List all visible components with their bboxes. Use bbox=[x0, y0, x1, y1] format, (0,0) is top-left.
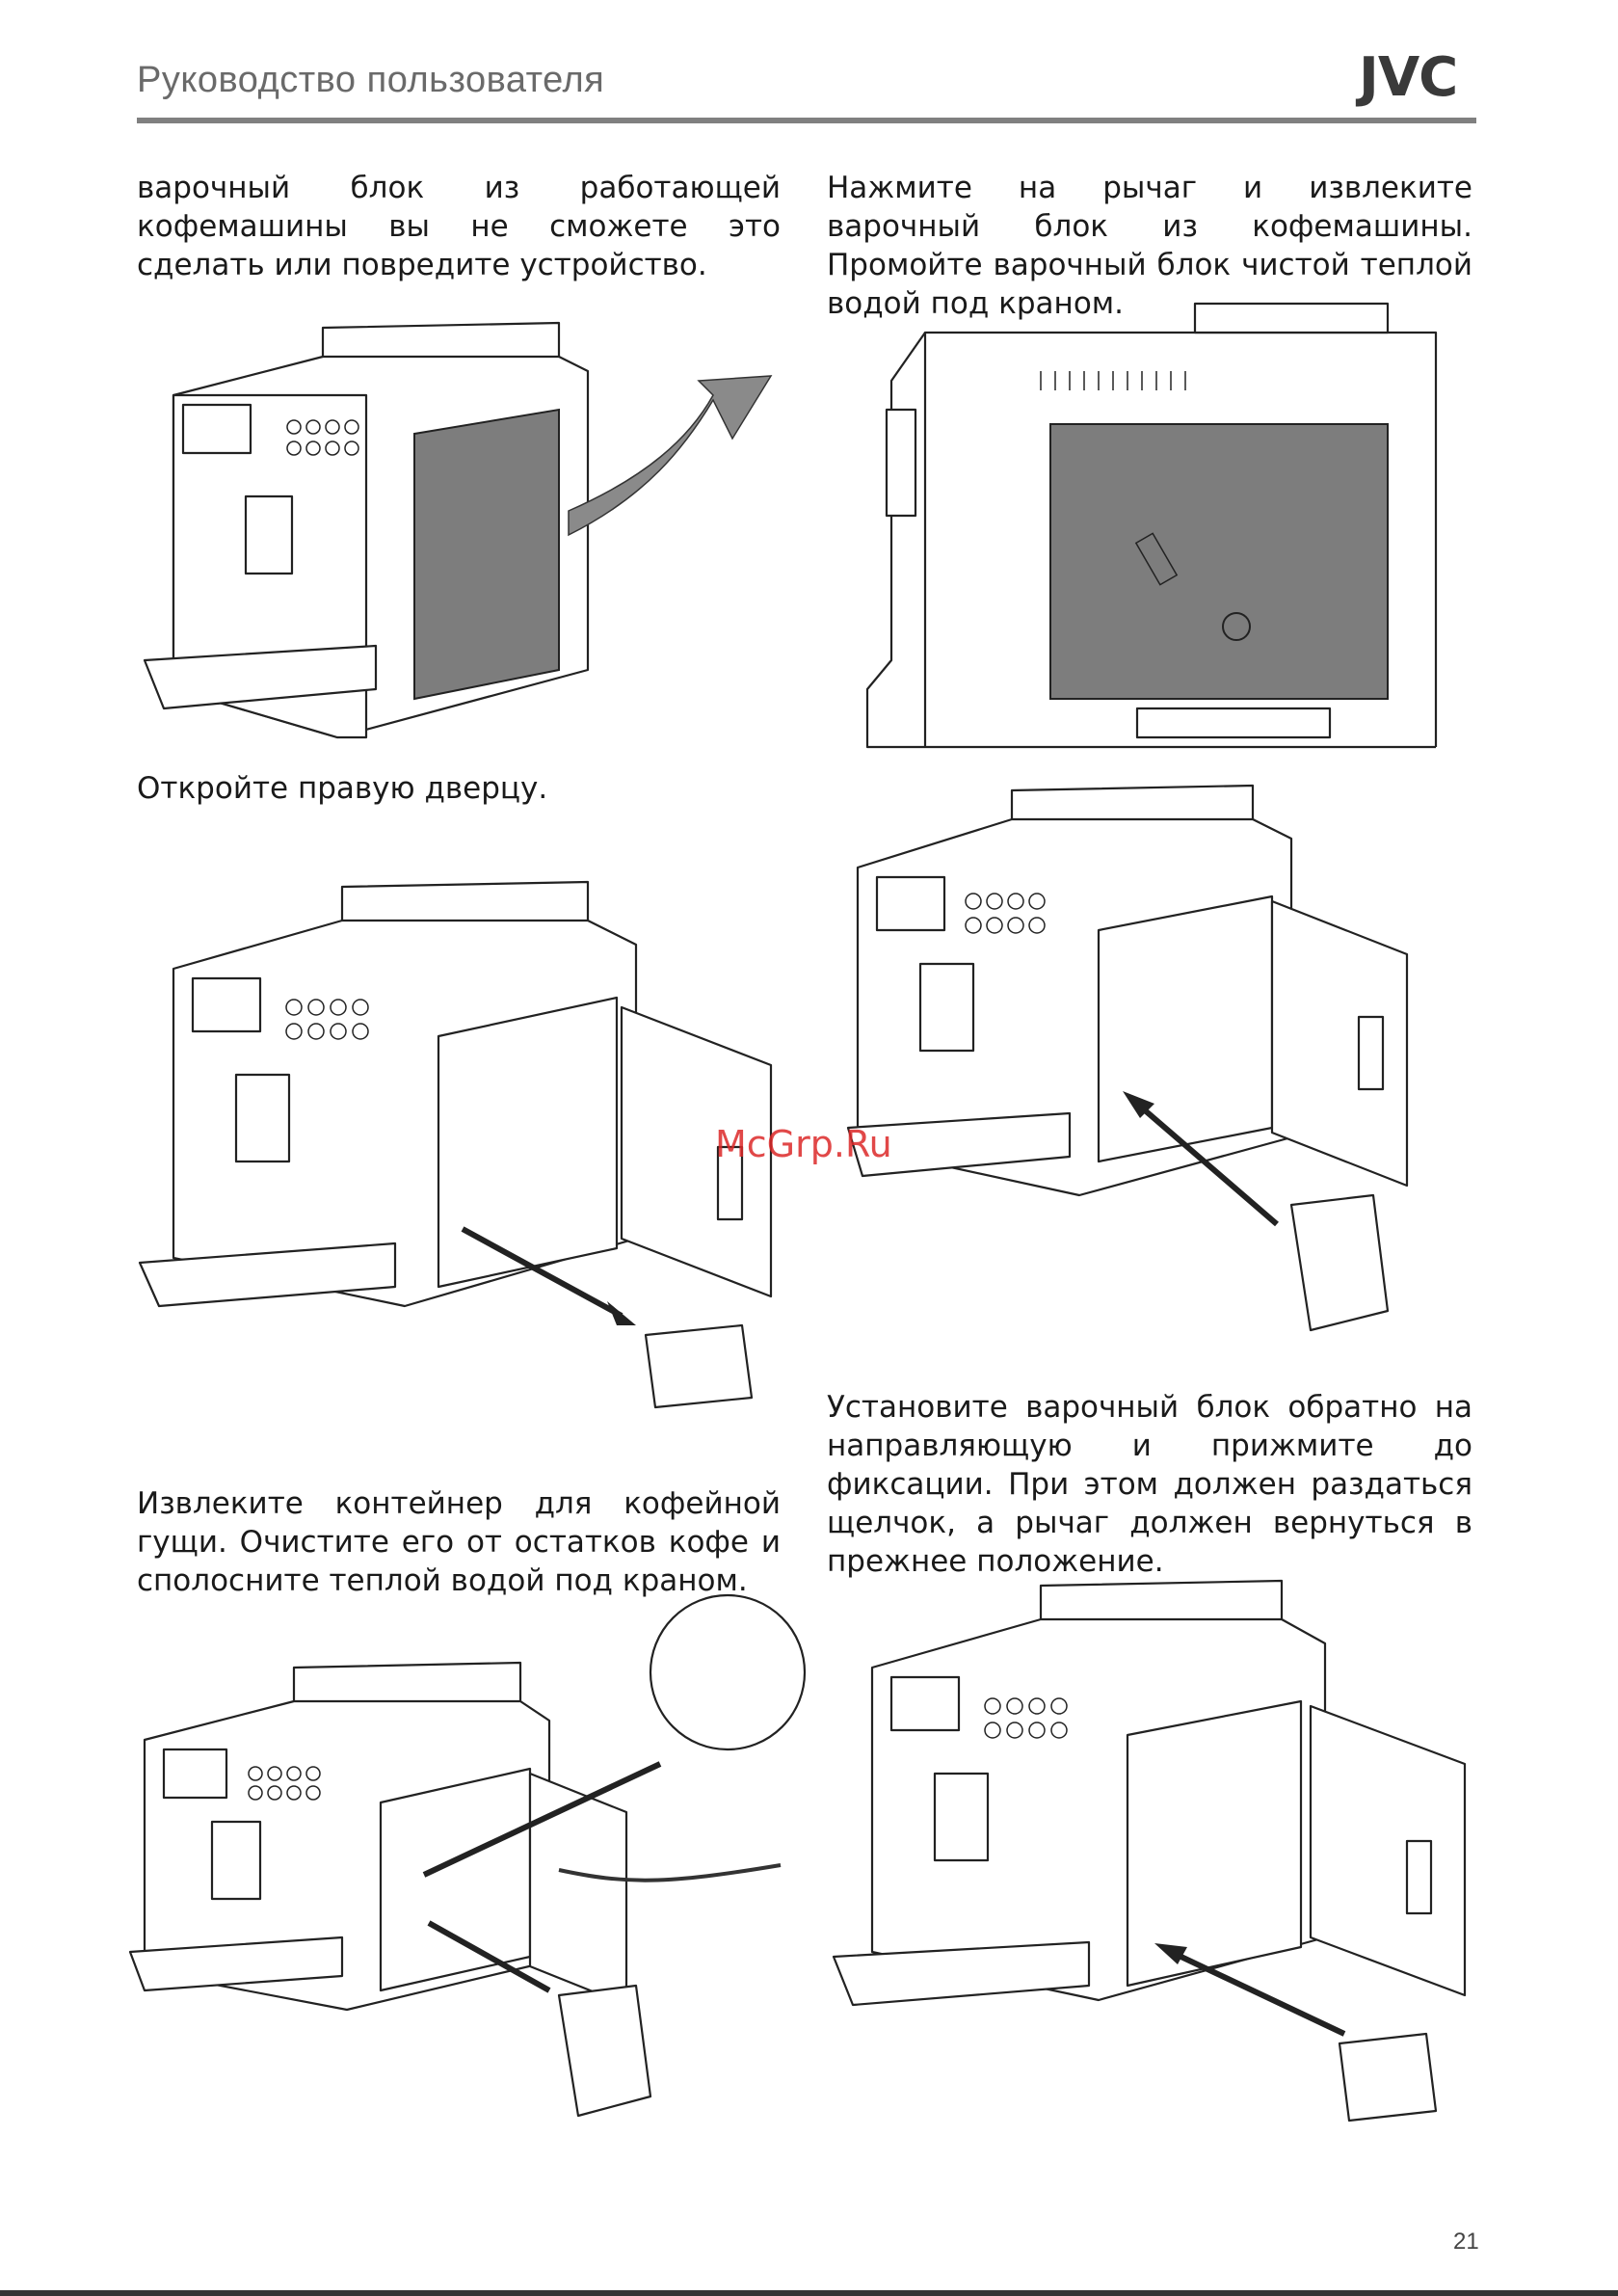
coffee-machine-side-icon bbox=[865, 302, 1438, 749]
text-block-top-left: варочный блок из работающей кофемашины в… bbox=[137, 171, 781, 282]
coffee-machine-open-icon bbox=[128, 1593, 807, 2118]
coffee-machine-open-icon bbox=[138, 880, 773, 1409]
coffee-machine-open-icon bbox=[832, 1579, 1467, 2122]
page-header-title: Руководство пользователя bbox=[137, 60, 605, 100]
footer-divider bbox=[0, 2290, 1618, 2296]
text-block-middle-left: Откройте правую дверцу. bbox=[137, 771, 548, 806]
text-block-bottom-right: Установите варочный блок обратно на напр… bbox=[827, 1390, 1472, 1579]
text-block-bottom-left: Извлеките контейнер для кофейной гущи. О… bbox=[137, 1486, 781, 1598]
brand-logo: JVC bbox=[1359, 46, 1458, 109]
text-block-top-right: Нажмите на рычаг и извлеките варочный бл… bbox=[827, 171, 1472, 321]
watermark-text: McGrp.Ru bbox=[715, 1123, 892, 1165]
coffee-machine-icon bbox=[143, 321, 773, 739]
coffee-machine-open-icon bbox=[846, 784, 1409, 1332]
header-divider bbox=[137, 118, 1476, 123]
page-number: 21 bbox=[1453, 2229, 1479, 2255]
